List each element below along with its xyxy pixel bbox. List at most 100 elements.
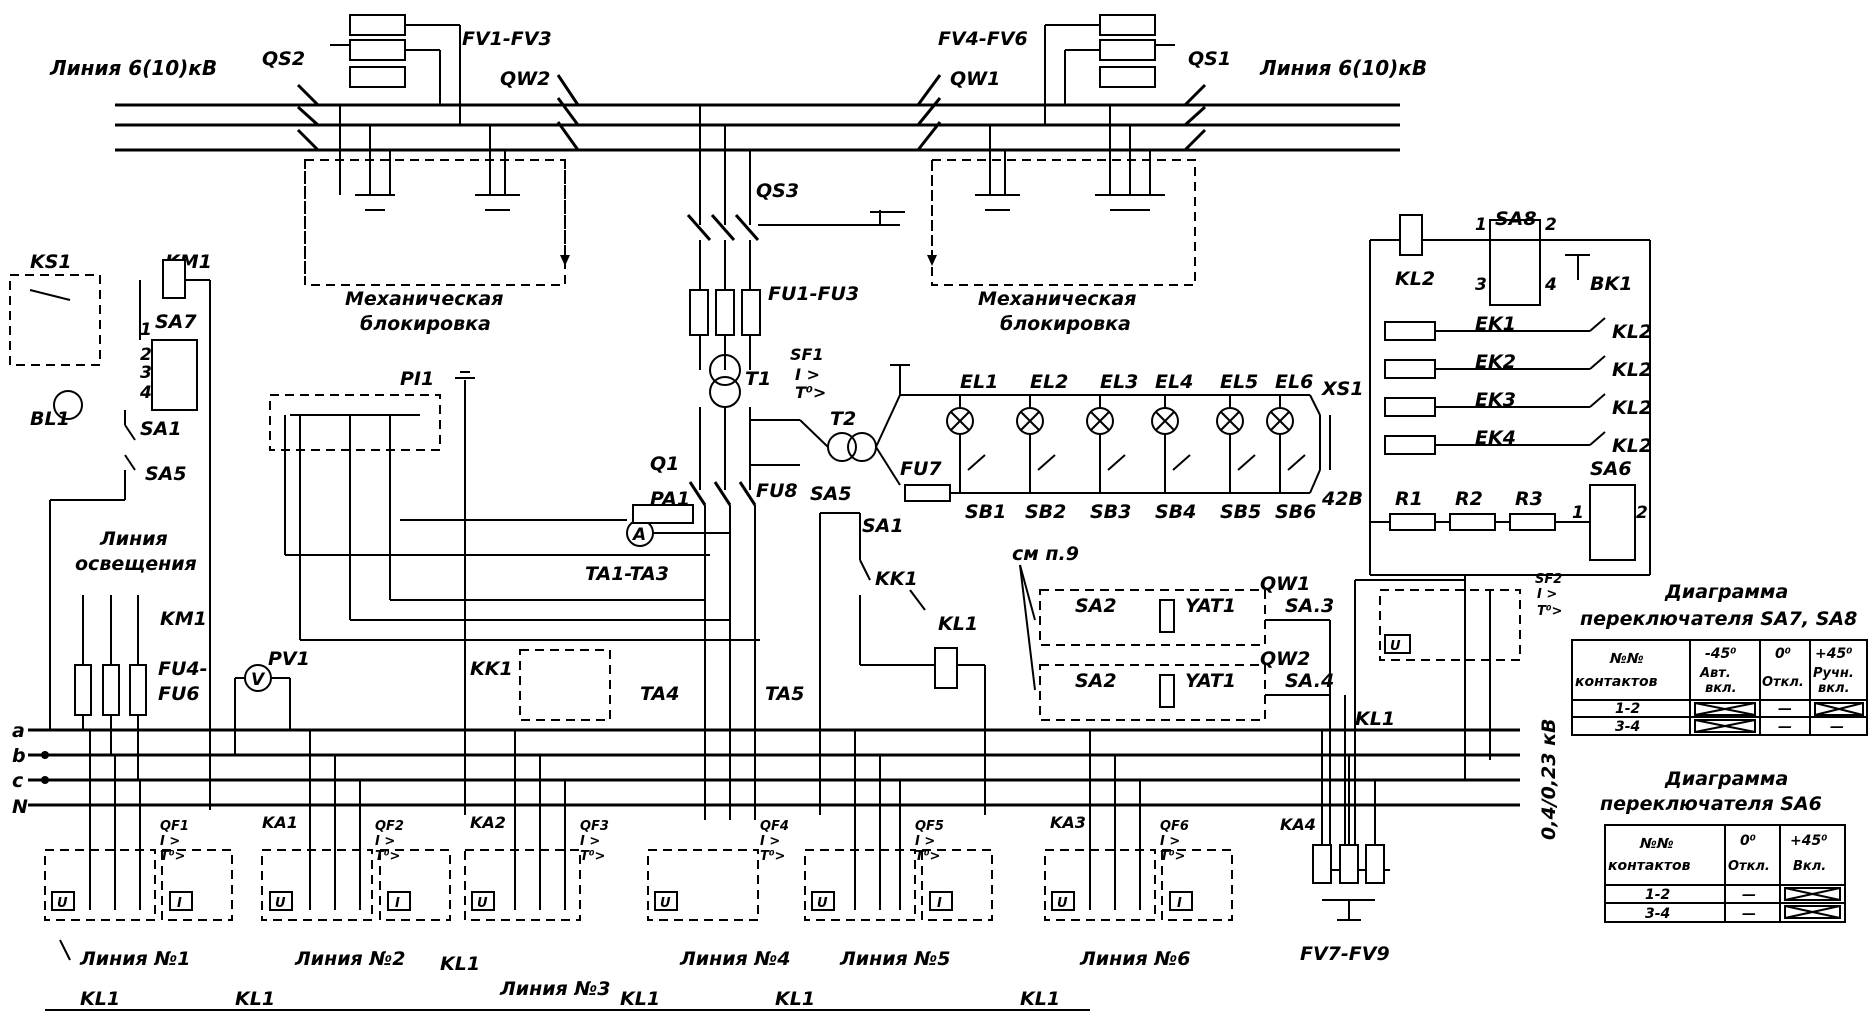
feeder-3: KA2 QF3 I > T⁰> U Линия №3 KL1 <box>440 730 610 1000</box>
feeder-6: KA3 QF6 I > T⁰> U I Линия №6 KL1 <box>1020 730 1233 1010</box>
svg-text:Диаграмма: Диаграмма <box>1664 768 1788 790</box>
svg-text:KA1: KA1 <box>262 813 298 832</box>
svg-text:QW2: QW2 <box>1260 648 1310 670</box>
kl2-coil <box>1399 214 1423 256</box>
svg-text:TA4: TA4 <box>640 683 679 705</box>
svg-text:BK1: BK1 <box>1590 273 1632 295</box>
qw2-load-switch: QW2 <box>500 68 580 266</box>
svg-text:KS1: KS1 <box>30 251 72 273</box>
svg-text:переключателя SA6: переключателя SA6 <box>1600 793 1822 815</box>
svg-text:T⁰>: T⁰> <box>760 849 785 864</box>
svg-text:1: 1 <box>140 320 152 340</box>
svg-text:Линия №2: Линия №2 <box>294 948 405 970</box>
svg-text:BL1: BL1 <box>30 408 70 430</box>
surge-arresters-left: FV1-FV3 <box>330 14 552 125</box>
svg-text:QW1: QW1 <box>950 68 1000 90</box>
svg-text:T⁰>: T⁰> <box>795 383 826 402</box>
svg-text:EL3: EL3 <box>1100 371 1138 393</box>
svg-text:EL4: EL4 <box>1155 371 1193 393</box>
svg-text:A: A <box>631 525 646 545</box>
svg-text:I >: I > <box>375 834 395 849</box>
lv-busbars: a b c N 0,4/0,23 кВ <box>12 719 1560 840</box>
line-right-label: Линия 6(10)кВ <box>1259 56 1427 80</box>
heater-panel: KL2 SA8 1 2 3 4 BK1 EK1 KL2 EK2 KL2 EK3 <box>1369 208 1652 576</box>
svg-text:I >: I > <box>1537 587 1557 602</box>
left-control-circuit: KS1 BL1 KM1 1 2 3 4 SA7 SA1 SA5 Линия ос… <box>9 251 215 810</box>
svg-text:—: — <box>1778 701 1792 717</box>
svg-text:—: — <box>1742 906 1756 922</box>
svg-text:4: 4 <box>1544 275 1557 295</box>
svg-text:T⁰>: T⁰> <box>1537 604 1562 619</box>
svg-text:R3: R3 <box>1515 488 1543 510</box>
svg-text:T⁰>: T⁰> <box>580 849 605 864</box>
svg-text:SB6: SB6 <box>1275 501 1316 523</box>
svg-text:Механическая: Механическая <box>345 288 503 310</box>
kl1-coil <box>934 647 958 689</box>
svg-text:FU4-: FU4- <box>158 658 208 680</box>
svg-text:42В: 42В <box>1321 488 1363 510</box>
svg-text:2: 2 <box>140 345 152 365</box>
svg-text:см п.9: см п.9 <box>1012 543 1079 565</box>
svg-text:V: V <box>251 670 266 690</box>
svg-text:SB3: SB3 <box>1090 501 1131 523</box>
svg-text:SA2: SA2 <box>1075 670 1117 692</box>
svg-text:FU8: FU8 <box>756 480 798 502</box>
socket-xs1: XS1 42В <box>1309 378 1364 510</box>
svg-text:R1: R1 <box>1395 488 1423 510</box>
svg-text:QS3: QS3 <box>756 180 799 202</box>
svg-text:контактов: контактов <box>1575 674 1658 690</box>
svg-text:№№: №№ <box>1639 836 1674 852</box>
svg-text:KL2: KL2 <box>1395 268 1435 290</box>
qw1-load-switch: QW1 <box>916 68 1000 266</box>
svg-text:QS2: QS2 <box>262 48 305 70</box>
svg-text:PI1: PI1 <box>400 368 434 390</box>
svg-text:SA6: SA6 <box>1590 458 1632 480</box>
svg-text:EL1: EL1 <box>960 371 998 393</box>
svg-text:блокировка: блокировка <box>1000 313 1131 335</box>
svg-text:1-2: 1-2 <box>1645 887 1670 903</box>
svg-text:QF6: QF6 <box>1160 819 1189 834</box>
svg-text:N: N <box>12 796 28 818</box>
svg-text:U: U <box>1390 639 1401 654</box>
svg-text:+45⁰: +45⁰ <box>1790 833 1827 849</box>
svg-text:Авт.: Авт. <box>1699 666 1731 681</box>
svg-text:Линия: Линия <box>99 528 168 550</box>
svg-text:—: — <box>1778 719 1792 735</box>
svg-text:EK4: EK4 <box>1475 427 1516 449</box>
svg-text:KK1: KK1 <box>875 568 918 590</box>
svg-text:a: a <box>12 720 25 742</box>
svg-text:FU1-FU3: FU1-FU3 <box>768 283 859 305</box>
svg-text:TA1-TA3: TA1-TA3 <box>585 563 669 585</box>
svg-text:FV7-FV9: FV7-FV9 <box>1300 943 1390 965</box>
resistors-r1-r3: R1 R2 R3 1 SA6 2 <box>1370 458 1648 561</box>
svg-text:SA1: SA1 <box>140 418 182 440</box>
svg-text:U: U <box>817 896 828 911</box>
svg-text:b: b <box>12 745 26 767</box>
sa7-sa8-diagram-table: Диаграмма переключателя SA7, SA8 №№ конт… <box>1571 581 1868 736</box>
sa6-diagram-table: Диаграмма переключателя SA6 №№ контактов… <box>1600 768 1846 923</box>
heater-ek3: EK3 KL2 <box>1384 389 1652 419</box>
svg-text:KL1: KL1 <box>1020 988 1060 1010</box>
sa6-switch <box>1589 484 1636 561</box>
heater-ek2: EK2 KL2 <box>1384 351 1652 381</box>
svg-text:SB4: SB4 <box>1155 501 1196 523</box>
svg-text:QF5: QF5 <box>915 819 944 834</box>
svg-text:YAT1: YAT1 <box>1185 670 1236 692</box>
svg-text:KK1: KK1 <box>470 658 513 680</box>
svg-text:KL1: KL1 <box>620 988 660 1010</box>
svg-text:SA7: SA7 <box>155 311 197 333</box>
svg-text:I: I <box>1177 896 1182 911</box>
svg-text:4: 4 <box>139 383 152 403</box>
svg-text:SA8: SA8 <box>1495 208 1537 230</box>
svg-text:SB5: SB5 <box>1220 501 1261 523</box>
qs2-disconnector: QS2 <box>262 48 320 275</box>
svg-text:FU6: FU6 <box>158 683 200 705</box>
heater-ek4: EK4 KL2 <box>1384 427 1652 457</box>
svg-text:KL1: KL1 <box>938 613 978 635</box>
svg-text:0⁰: 0⁰ <box>1775 646 1791 662</box>
yat1-row1: SA2 YAT1 QW1 SA.3 <box>1039 573 1334 646</box>
mech-interlock-left: Механическая блокировка <box>304 159 566 335</box>
svg-text:I >: I > <box>580 834 600 849</box>
svg-text:FV1-FV3: FV1-FV3 <box>462 28 552 50</box>
mech-interlock-right: Механическая блокировка <box>931 159 1196 335</box>
